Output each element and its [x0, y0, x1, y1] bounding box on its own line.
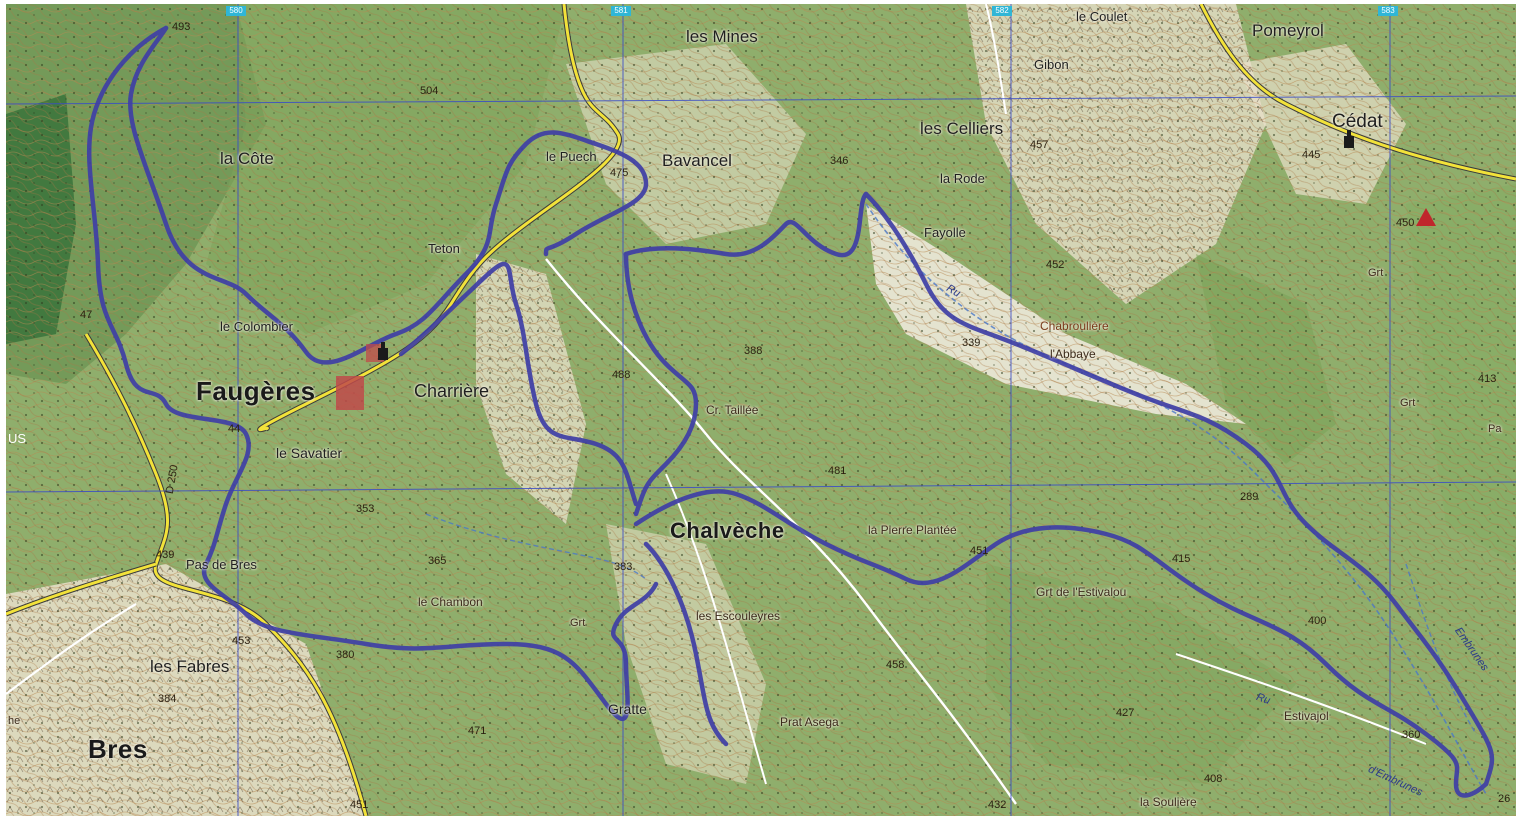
place-les-mines: les Mines — [686, 27, 758, 46]
place-le-puech: le Puech — [546, 149, 597, 164]
altitude-493: 493 — [172, 21, 191, 33]
grid-tag-583: 583 — [1378, 6, 1398, 16]
place-la-rode: la Rode — [940, 171, 985, 186]
altitude-360: 360 — [1402, 729, 1421, 741]
altitude-408: 408 — [1204, 773, 1223, 785]
place-grt-estivalou: Grt de l'Estivalou — [1036, 585, 1127, 599]
altitude-457: 457 — [1030, 139, 1049, 151]
altitude-445: 445 — [1302, 149, 1321, 161]
altitude-400: 400 — [1308, 615, 1327, 627]
altitude-451-south: 451 — [350, 799, 369, 811]
place-grt-b: Grt — [1368, 267, 1384, 279]
altitude-47: 47 — [80, 309, 93, 321]
village-faugeres: Faugères — [196, 376, 316, 406]
altitude-384: 384 — [158, 693, 177, 705]
place-gibon: Gibon — [1034, 57, 1069, 72]
place-cr-taillee: Cr. Taillée — [706, 403, 759, 417]
altitude-339: 339 — [962, 337, 981, 349]
place-les-celliers: les Celliers — [920, 119, 1004, 138]
place-chabrouliere: Chabroulière — [1040, 319, 1109, 333]
grid-tag-580: 580 — [226, 6, 246, 16]
place-les-escouleyres: les Escouleyres — [696, 609, 781, 623]
place-grt-a: Grt — [570, 617, 586, 629]
altitude-475: 475 — [610, 167, 629, 179]
place-sp: Pa — [1488, 423, 1502, 435]
place-le-coulet: le Coulet — [1076, 9, 1128, 24]
altitude-451: 451 — [970, 545, 989, 557]
settlement-icon — [1344, 130, 1354, 148]
altitude-488: 488 — [612, 369, 631, 381]
place-prat-asega: Prat Asega — [780, 715, 839, 729]
altitude-458: 458 — [886, 659, 905, 671]
place-le-chambon: le Chambon — [418, 595, 483, 609]
place-le-savatier: le Savatier — [276, 445, 343, 461]
altitude-452: 452 — [1046, 259, 1065, 271]
altitude-427: 427 — [1116, 707, 1135, 719]
place-us: US — [8, 431, 27, 446]
grid-tag-581: 581 — [611, 6, 631, 16]
place-la-cote: la Côte — [220, 149, 274, 168]
altitude-365: 365 — [428, 555, 447, 567]
altitude-346: 346 — [830, 155, 849, 167]
place-gratte: Gratte — [608, 701, 647, 717]
altitude-383: 383 — [614, 561, 633, 573]
altitude-415: 415 — [1172, 553, 1191, 565]
village-bres: Bres — [88, 734, 148, 764]
altitude-353: 353 — [356, 503, 375, 515]
altitude-481: 481 — [828, 465, 847, 477]
altitude-453: 453 — [232, 635, 251, 647]
place-fayolle: Fayolle — [924, 225, 966, 240]
map-base-svg — [6, 4, 1516, 816]
village-cedat: Cédat — [1332, 111, 1383, 132]
summit-marker-icon — [1416, 208, 1436, 226]
place-teton: Teton — [428, 241, 460, 256]
village-pomeyrol: Pomeyrol — [1252, 21, 1324, 40]
place-grt-c: Grt — [1400, 397, 1416, 409]
altitude-504: 504 — [420, 85, 439, 97]
grid-tag-582: 582 — [992, 6, 1012, 16]
place-la-pierre-plantee: la Pierre Plantée — [868, 523, 957, 537]
village-les-fabres: les Fabres — [150, 657, 230, 676]
place-estivajol: Estivajol — [1284, 709, 1329, 723]
village-charriere: Charrière — [414, 381, 490, 401]
altitude-26: 26 — [1498, 793, 1511, 805]
place-la-souliere: la Soulière — [1140, 795, 1197, 809]
place-he: he — [8, 715, 21, 727]
place-labbaye: l'Abbaye — [1050, 347, 1096, 361]
altitude-289: 289 — [1240, 491, 1259, 503]
altitude-388: 388 — [744, 345, 763, 357]
altitude-44: 44 — [228, 423, 241, 435]
village-chalveche: Chalvèche — [670, 518, 785, 543]
topographic-map[interactable]: 580 581 582 583 Faugères Charrière Chalv… — [6, 4, 1516, 816]
church-icon — [378, 342, 388, 360]
altitude-471: 471 — [468, 725, 487, 737]
place-pas-de-bres: Pas de Bres — [186, 557, 257, 572]
altitude-380: 380 — [336, 649, 355, 661]
altitude-450: 450 — [1396, 217, 1415, 229]
place-le-colombier: le Colombier — [220, 319, 293, 334]
place-bavancel: Bavancel — [662, 151, 732, 170]
altitude-439: 439 — [156, 549, 175, 561]
altitude-413: 413 — [1478, 373, 1497, 385]
altitude-432: 432 — [988, 799, 1007, 811]
